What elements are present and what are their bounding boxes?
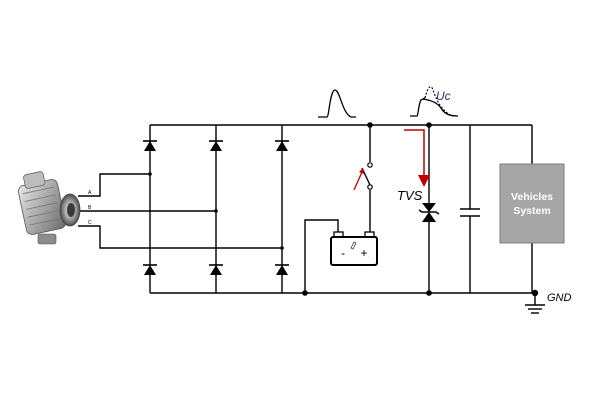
battery-icon: - + (330, 231, 378, 266)
diode-icon (275, 264, 289, 275)
diode-icon (143, 264, 157, 275)
junction-dot (302, 290, 308, 296)
vehicles-system-box: Vehicles System (499, 163, 565, 244)
battery-minus-label: - (341, 246, 345, 260)
junction-dot (280, 246, 284, 250)
phase-label-1: A (88, 190, 92, 196)
junctions (148, 122, 539, 297)
battery-plus-label: + (360, 246, 367, 260)
pulse-waveform-icon (318, 89, 356, 118)
junction-dot (148, 172, 152, 176)
diode-icon (209, 264, 223, 275)
pulse-waveform-clamped-icon: Uc (410, 86, 459, 117)
wires (78, 124, 536, 305)
junction-dot (531, 289, 539, 297)
zener-diode-icon (418, 203, 440, 222)
diode-icon (209, 140, 223, 151)
uc-label: Uc (436, 89, 451, 103)
diode-icon (143, 140, 157, 151)
current-arrow (404, 129, 430, 187)
junction-dot (367, 122, 373, 128)
alternator-icon: A B C (17, 171, 92, 245)
phase-label-3: C (88, 220, 92, 226)
phase-wire-3 (78, 225, 282, 249)
battery-minus-wire (304, 219, 339, 293)
switch-icon (353, 162, 373, 191)
diode-icon (275, 140, 289, 151)
vehicles-label-line2: System (513, 205, 550, 217)
junction-dot (214, 209, 218, 213)
tvs-label: TVS (397, 188, 423, 203)
vehicles-label-line1: Vehicles (511, 191, 553, 203)
capacitor-icon (460, 208, 480, 217)
phase-label-2: B (88, 205, 92, 211)
phase-wire-1 (78, 173, 150, 197)
junction-dot (426, 122, 432, 128)
ground-icon (525, 304, 545, 314)
junction-dot (426, 290, 432, 296)
gnd-label: GND (547, 292, 572, 304)
